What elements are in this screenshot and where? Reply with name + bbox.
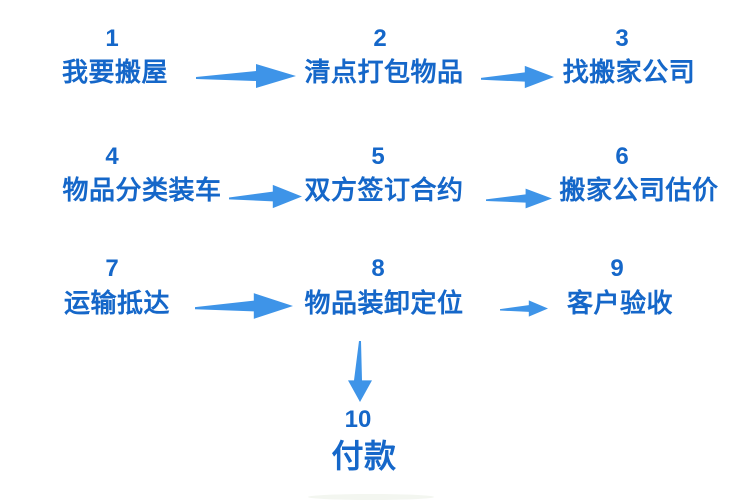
step-4-label: 物品分类装车 [62, 175, 222, 205]
step-8-label: 物品装卸定位 [304, 288, 464, 318]
step-9-number: 9 [610, 255, 624, 282]
step-2-number: 2 [373, 25, 387, 52]
arrow-right-icon-1-to-2 [196, 62, 296, 90]
step-9-label: 客户验收 [566, 288, 674, 318]
step-2-label: 清点打包物品 [304, 57, 464, 87]
step-10-number: 10 [344, 406, 372, 433]
step-3-label: 找搬家公司 [562, 57, 696, 87]
arrow-right-icon-2-to-3 [481, 64, 554, 90]
step-5-number: 5 [371, 143, 385, 170]
step-8-number: 8 [371, 255, 385, 282]
step-3-number: 3 [615, 25, 629, 52]
step-1-number: 1 [105, 25, 119, 52]
arrow-right-icon-8-to-9 [500, 299, 548, 318]
arrow-right-icon-4-to-5 [229, 183, 302, 210]
arrow-down-icon-8-to-10 [346, 341, 374, 402]
step-4-number: 4 [105, 143, 119, 170]
step-1-label: 我要搬屋 [61, 57, 169, 87]
step-7-label: 运输抵达 [63, 288, 171, 318]
step-6-number: 6 [615, 143, 629, 170]
step-7-number: 7 [105, 255, 119, 282]
arrow-right-icon-5-to-6 [486, 187, 552, 210]
step-6-label: 搬家公司估价 [559, 175, 719, 205]
arrow-right-icon-7-to-8 [195, 291, 293, 321]
step-5-label: 双方签订合约 [304, 175, 464, 205]
step-10-label: 付款 [331, 438, 397, 474]
bottom-edge-artifact [308, 494, 434, 500]
